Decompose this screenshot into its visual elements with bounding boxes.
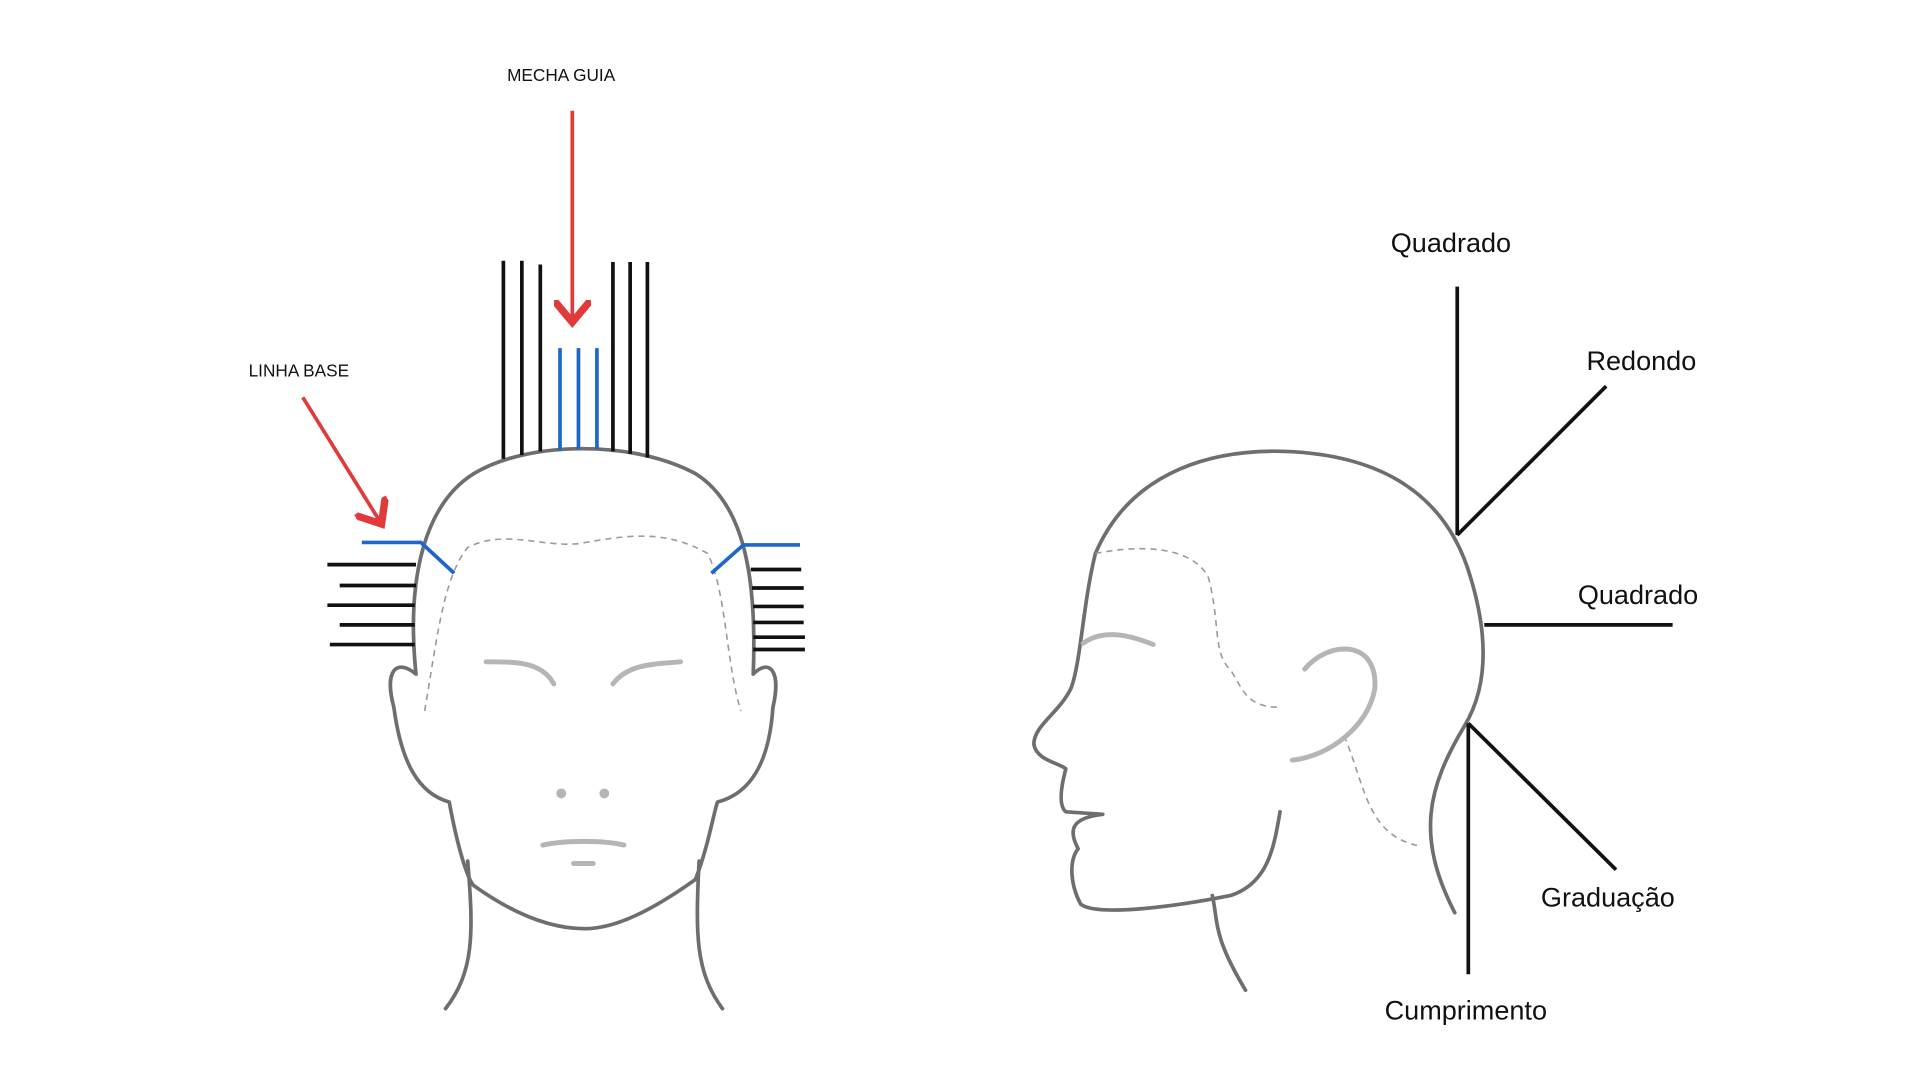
guide-strand-label: MECHA GUIA — [507, 65, 616, 85]
side-view: Quadrado Redondo Quadrado Graduação Cump… — [1032, 228, 1698, 1026]
top-hair-strands — [501, 260, 650, 459]
front-view: MECHA GUIA LINHA BASE — [249, 65, 805, 1011]
nostril-left — [556, 788, 567, 799]
base-line-label: LINHA BASE — [249, 360, 350, 380]
eyebrow-left — [483, 659, 557, 687]
base-line-arrow — [301, 396, 382, 524]
eyebrow-right — [610, 659, 684, 687]
side-head-outline — [1093, 449, 1485, 915]
angle-label-quadrado-top: Quadrado — [1391, 228, 1511, 258]
side-hair-left — [327, 562, 416, 647]
base-line-left — [361, 540, 456, 575]
front-hairline — [423, 535, 742, 712]
side-hair-right — [750, 567, 805, 652]
side-hairline — [1095, 547, 1422, 848]
angle-label-graduacao: Graduação — [1541, 883, 1675, 913]
side-face-outline — [1032, 551, 1282, 993]
angle-label-redondo: Redondo — [1586, 346, 1696, 376]
angle-redondo-line — [1455, 384, 1608, 537]
guide-strand-lines — [558, 348, 599, 451]
front-head-outline — [388, 446, 778, 1011]
angle-graduacao-line — [1467, 721, 1618, 871]
mouth — [540, 838, 627, 848]
angle-label-quadrado-right: Quadrado — [1578, 580, 1698, 610]
base-line-right — [710, 543, 800, 575]
side-eyebrow — [1080, 632, 1156, 648]
nostril-right — [599, 788, 610, 799]
ear — [1289, 646, 1378, 763]
angle-label-cumprimento: Cumprimento — [1385, 996, 1547, 1026]
